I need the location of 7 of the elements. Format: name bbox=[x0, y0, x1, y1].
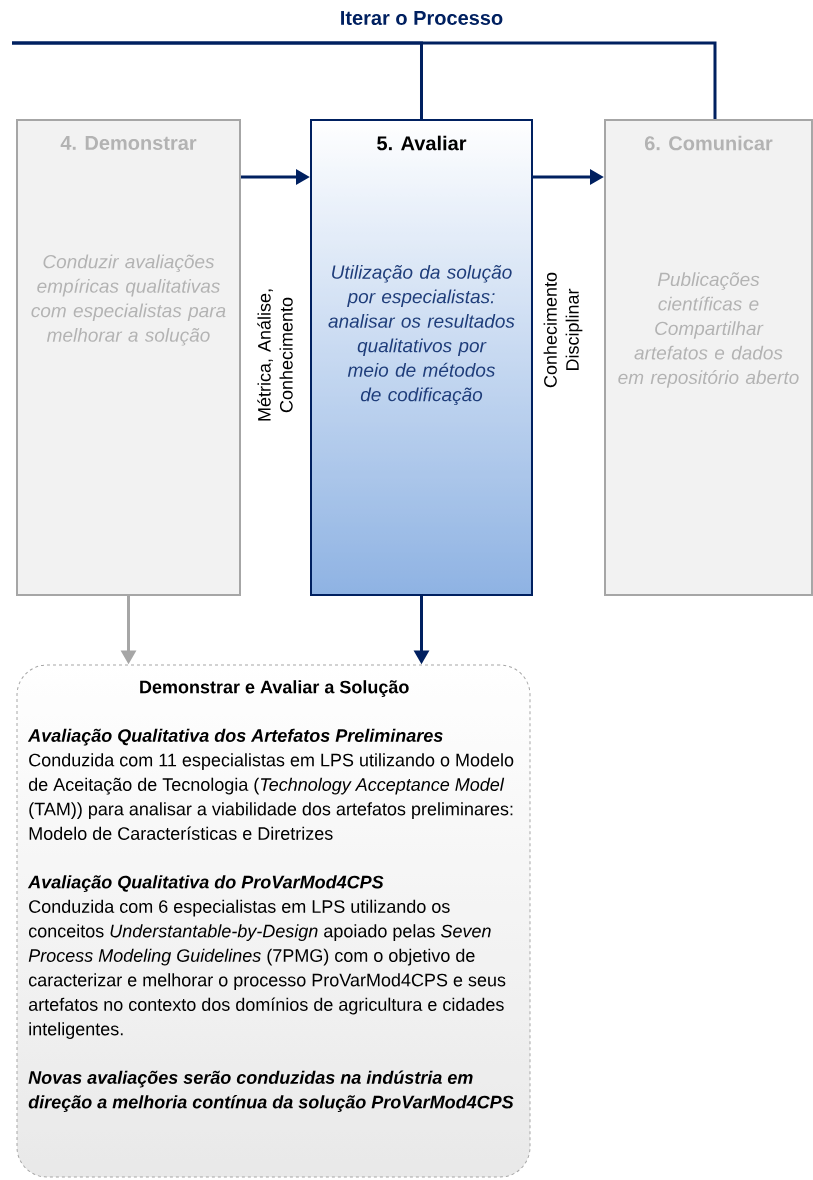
side-label: Métrica, Análise, Conhecimento bbox=[257, 289, 293, 421]
process-box: 4. Demonstrar Conduzir avaliações empíricas qualitativas com especialistas para melhorar a solução bbox=[16, 119, 241, 596]
process-box: 5. Avaliar Utilização da solução por especialistas: analisar os resultados qualitativos por meio de métodos de codificação bbox=[310, 119, 533, 596]
side-label: Conhecimento Disciplinar bbox=[543, 272, 583, 388]
edge-label: Iterar o Processo bbox=[337, 9, 506, 27]
note-box: Demonstrar e Avaliar a Solução Avaliação Qualitativa dos Artefatos Preliminares Conduzida com 11 especialistas em LPS utilizando o Modelo de Aceitação de Tecnologia (Technology Acceptance Model (TAM)) para analisar a viabilidade dos artefatos preliminares: Modelo de Características e Diretrizes Avaliação Qualitativa do ProVarMod4CPS Conduzida com 6 especialistas em LPS utilizando os conceitos Understantable-by-Design apoiado pelas Seven Process Modeling Guidelines (7PMG) com o objetivo de caracterizar e melhorar o processo ProVarMod4CPS e seus artefatos no contexto dos domínios de agricultura e cidades inteligentes. Novas avaliações serão conduzidas na indústria em direção a melhoria contínua da solução ProVarMod4CPS bbox=[16, 664, 531, 1178]
process-box: 6. Comunicar Publicações científicas e Compartilhar artefatos e dados em repositório aberto bbox=[604, 119, 813, 596]
